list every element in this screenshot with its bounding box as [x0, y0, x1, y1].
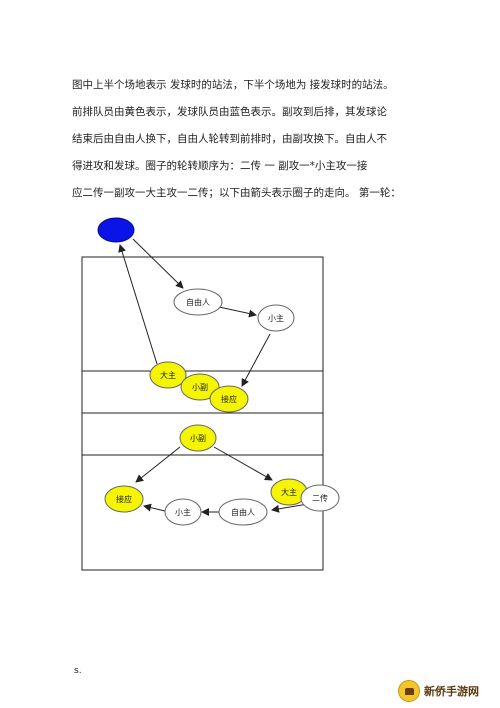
arrow-bighitter-to-server: [118, 244, 158, 365]
lower-setter-label: 二传: [312, 493, 328, 503]
arrow-smallhitter-to-receiver: [241, 333, 271, 387]
upper-smallhitter-circle: [257, 304, 295, 332]
upper-libero-label: 自由人: [186, 297, 210, 307]
lower-receiver-circle: [104, 485, 144, 513]
footer-mark: s.: [74, 666, 82, 676]
paragraph-line-1: 图中上半个场地表示 发球时的站法，下半个场地为 接发球时的站法。: [72, 79, 394, 91]
paragraph-line-3: 结束后由自由人换下，自由人轮转到前排时，由副攻换下。自由人不: [72, 133, 387, 145]
arrow-libero-to-smallhitter: [218, 306, 257, 318]
server-circle: [97, 217, 135, 243]
intro-paragraph: 图中上半个场地表示 发球时的站法，下半个场地为 接发球时的站法。 前排队员由黄色…: [72, 72, 422, 207]
arrow-middle-to-bighitter: [213, 446, 273, 481]
arrow-smallhitter-to-receiver-lower: [143, 503, 166, 512]
lower-middle-label: 小副: [190, 434, 206, 443]
paragraph-line-4: 得进攻和发球。圈子的轮转顺序为：二传 一 副攻一*小主攻一接: [72, 160, 368, 172]
upper-bighitter-circle: [149, 361, 187, 389]
site-watermark[interactable]: 新侨手游网: [398, 680, 494, 702]
upper-middle-circle: [180, 373, 220, 401]
lower-smallhitter-label: 小主: [175, 507, 191, 517]
upper-middle-label: 小副: [192, 383, 208, 392]
lower-libero-label: 自由人: [231, 507, 255, 517]
lower-receiver-label: 接应: [116, 494, 132, 504]
upper-bighitter-label: 大主: [160, 370, 176, 380]
lower-smallhitter-circle: [164, 498, 202, 526]
lower-libero-circle: [218, 498, 268, 526]
upper-smallhitter-label: 小主: [268, 313, 284, 323]
paragraph-line-5: 应二传一副攻一大主攻一二传；以下由箭头表示圈子的走向。 第一轮：: [72, 187, 401, 199]
watermark-logo-icon: [398, 680, 420, 702]
paragraph-line-2: 前排队员由黄色表示，发球队员由蓝色表示。副攻到后排，其发球论: [72, 106, 387, 118]
lower-setter-circle: [300, 484, 340, 512]
upper-receiver-circle: [209, 385, 249, 413]
watermark-text: 新侨手游网: [424, 685, 479, 698]
upper-receiver-label: 接应: [221, 394, 237, 404]
arrow-setter-to-libero: [271, 503, 309, 513]
arrow-server-to-libero: [132, 238, 184, 289]
arrow-middle-to-receiver: [135, 446, 181, 483]
upper-libero-circle: [173, 288, 223, 316]
lower-middle-circle: [179, 424, 217, 452]
lower-bighitter-label: 大主: [281, 487, 297, 497]
